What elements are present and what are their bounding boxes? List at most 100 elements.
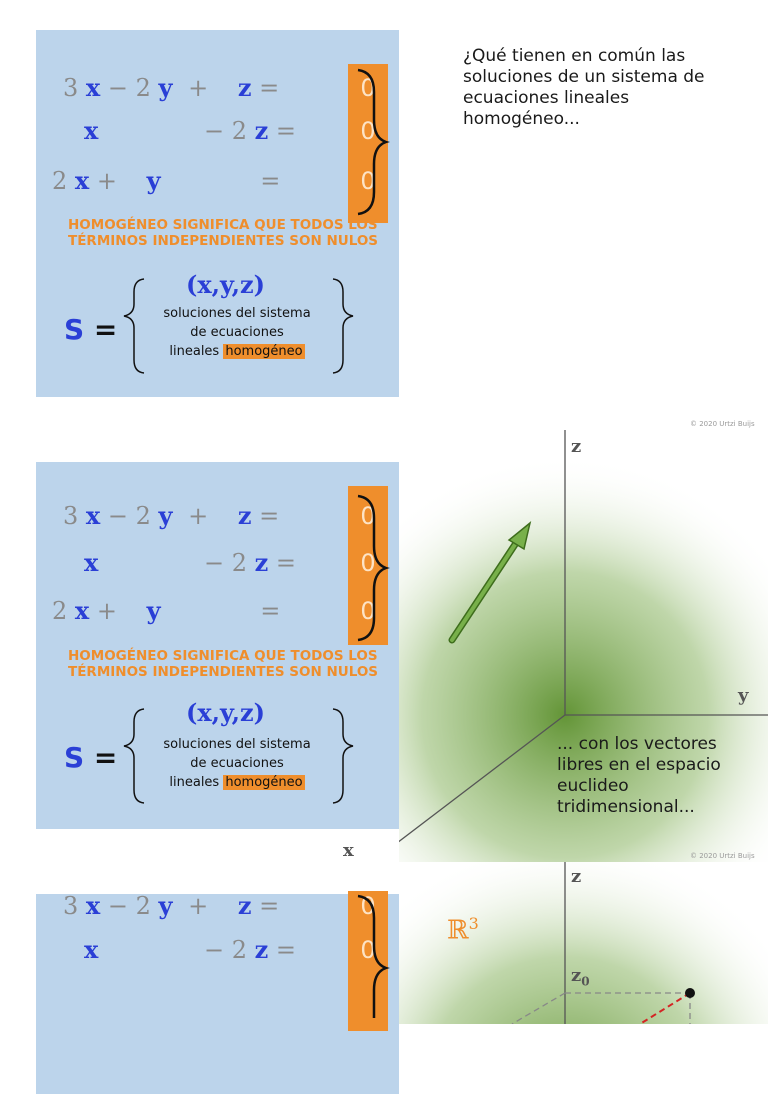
set-symbol: S: [64, 313, 85, 346]
z-axis-label-3: z: [571, 866, 582, 887]
rhs-zero: 0: [360, 936, 376, 964]
var-z: z: [237, 501, 252, 530]
var-z: z: [237, 891, 252, 920]
coef: 2: [231, 936, 247, 964]
equation-row-1: 3 x − 2 y + z =: [63, 73, 280, 102]
var-x: x: [84, 935, 99, 964]
set-equals: =: [93, 313, 118, 346]
equation-row-3: 2 x + y =: [52, 596, 281, 625]
var-x: x: [85, 891, 101, 920]
note-line: TÉRMINOS INDEPENDIENTES SON NULOS: [68, 664, 379, 680]
equation-row-1: 3 x − 2 y + z =: [63, 501, 279, 530]
coef: 2: [52, 597, 68, 625]
note-line: HOMOGÉNEO SIGNIFICA QUE TODOS LOS: [68, 648, 378, 664]
equals: =: [260, 167, 281, 195]
desc-line: lineales homogéneo: [142, 342, 332, 361]
desc-line: soluciones del sistema: [163, 306, 311, 321]
set-tuple: (x,y,z): [186, 698, 266, 727]
note-line: HOMOGÉNEO SIGNIFICA QUE TODOS LOS: [68, 217, 378, 233]
system-panel-2: 3 x − 2 y + z = x − 2 z = 2 x + y = 0 0 …: [36, 462, 399, 829]
op: +: [96, 167, 117, 195]
point-marker: [685, 988, 695, 998]
set-description: soluciones del sistema de ecuaciones lin…: [142, 735, 332, 792]
equals: =: [259, 74, 280, 102]
free-vector-arrow: [448, 521, 532, 644]
equation-row-2: x − 2 z =: [84, 548, 296, 577]
coef: 2: [52, 167, 68, 195]
var-z: z: [237, 73, 252, 102]
copyright-2: © 2020 Urtzi Buijs: [690, 852, 755, 860]
equation-row-2: x − 2 z =: [84, 935, 297, 964]
equation-row-3: 2 x + y =: [52, 166, 281, 195]
op: −: [203, 549, 225, 577]
var-z: z: [254, 116, 269, 145]
set-label: S =: [64, 741, 117, 774]
op: +: [188, 892, 209, 920]
y-axis-label: y: [738, 685, 749, 706]
var-y: y: [158, 891, 173, 920]
coef: 3: [63, 502, 79, 530]
vectors-caption: ... con los vectores libres en el espaci…: [557, 734, 721, 817]
var-y: y: [158, 73, 173, 102]
set-tuple: (x,y,z): [186, 270, 266, 299]
var-y: y: [158, 501, 173, 530]
equals: =: [260, 597, 281, 625]
r3-label: ℝ3: [447, 914, 479, 946]
homogeneous-note: HOMOGÉNEO SIGNIFICA QUE TODOS LOS TÉRMIN…: [68, 217, 428, 249]
bracket-icon: [357, 894, 390, 1018]
coef: 3: [63, 74, 79, 102]
desc-line: soluciones del sistema: [163, 737, 311, 752]
z0-base: z: [571, 965, 582, 986]
var-x: x: [85, 73, 101, 102]
z0-sub: 0: [581, 974, 590, 989]
homogeneous-note: HOMOGÉNEO SIGNIFICA QUE TODOS LOS TÉRMIN…: [68, 648, 428, 680]
set-symbol: S: [64, 741, 85, 774]
z-axis-label: z: [571, 436, 582, 457]
set-label: S =: [64, 313, 117, 346]
desc-line: de ecuaciones: [190, 325, 284, 340]
system-panel-1: 3 x − 2 y + z = x − 2 z = 2 x + y = 0 0 …: [36, 30, 399, 397]
rhs-zero: 0: [360, 502, 376, 530]
diagram-graphics: [399, 430, 768, 1024]
rhs-zero: 0: [360, 892, 376, 920]
z0-label: z0: [571, 965, 590, 989]
op: −: [107, 892, 128, 920]
rhs-zero: 0: [360, 597, 376, 625]
highlight-homogeneous: homogéneo: [223, 344, 305, 359]
bracket-icon: [123, 68, 390, 374]
coef: 3: [63, 892, 79, 920]
var-x: x: [74, 596, 90, 625]
x-axis-label: x: [343, 840, 354, 861]
op: +: [188, 74, 209, 102]
equals: =: [275, 117, 297, 145]
equation-row-2: x − 2 z =: [84, 116, 297, 145]
coef: 2: [231, 117, 247, 145]
projection-line: [511, 992, 566, 1024]
desc-line: de ecuaciones: [190, 756, 284, 771]
var-x: x: [84, 548, 99, 577]
var-y: y: [146, 596, 161, 625]
coef: 2: [135, 502, 151, 530]
rhs-zero: 0: [360, 117, 376, 145]
highlight-homogeneous: homogéneo: [223, 775, 305, 790]
copyright-1: © 2020 Urtzi Buijs: [690, 420, 755, 428]
coef: 2: [231, 549, 247, 577]
set-equals: =: [93, 741, 118, 774]
rhs-column: [348, 891, 388, 1031]
coef: 2: [135, 74, 151, 102]
rhs-zero: 0: [360, 167, 376, 195]
op: +: [188, 502, 209, 530]
desc-prefix: lineales: [169, 775, 220, 790]
var-z: z: [254, 548, 269, 577]
op: −: [107, 502, 128, 530]
bracket-icon: [123, 494, 390, 804]
op: −: [203, 117, 225, 145]
var-x: x: [85, 501, 101, 530]
coef: 2: [135, 892, 151, 920]
set-description: soluciones del sistema de ecuaciones lin…: [142, 304, 332, 361]
var-z: z: [254, 935, 269, 964]
var-y: y: [146, 166, 161, 195]
op: −: [107, 74, 128, 102]
equals: =: [275, 936, 297, 964]
desc-line: lineales homogéneo: [142, 773, 332, 792]
